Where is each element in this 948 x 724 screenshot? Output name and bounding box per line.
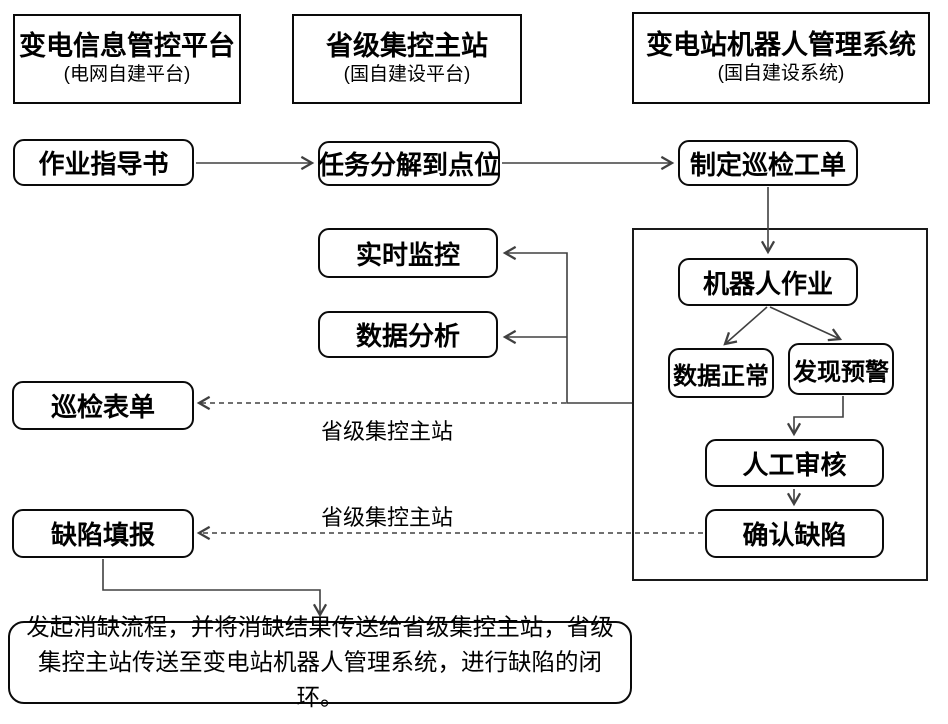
- header-box-provincial-master-station: 省级集控主站 (国自建设平台): [292, 14, 522, 104]
- node-alert-found: 发现预警: [788, 343, 894, 395]
- header-title: 变电信息管控平台: [19, 31, 235, 62]
- header-subtitle: (国自建设平台): [343, 63, 471, 85]
- node-data-normal: 数据正常: [668, 348, 774, 398]
- header-title: 省级集控主站: [326, 31, 488, 62]
- header-box-robot-management-system: 变电站机器人管理系统 (国自建设系统): [632, 12, 930, 104]
- node-confirm-defect: 确认缺陷: [705, 509, 884, 558]
- arrow-robotwork-to-datanormal: [723, 306, 768, 346]
- edge-label-provincial-station-1: 省级集控主站: [321, 419, 454, 444]
- line-container-to-monitor-trunk: [502, 245, 632, 404]
- edge-label-provincial-station-2: 省级集控主站: [321, 505, 454, 530]
- header-box-info-control-platform: 变电信息管控平台 (电网自建平台): [13, 14, 241, 104]
- node-inspection-form: 巡检表单: [12, 381, 194, 430]
- bottom-note-box: 发起消缺流程，并将消缺结果传送给省级集控主站，省级集控主站传送至变电站机器人管理…: [8, 614, 632, 710]
- header-title: 变电站机器人管理系统: [646, 30, 916, 61]
- container-robot-system-group: [632, 228, 928, 581]
- header-subtitle: (电网自建平台): [63, 63, 191, 85]
- node-work-guide: 作业指导书: [13, 139, 194, 186]
- node-defect-report: 缺陷填报: [12, 509, 194, 558]
- node-realtime-monitor: 实时监控: [318, 228, 498, 278]
- node-manual-review: 人工审核: [705, 439, 884, 487]
- arrow-robotwork-to-alertfound: [769, 306, 843, 342]
- node-data-analysis: 数据分析: [318, 311, 498, 358]
- arrow-defectreport-to-bottomnote: [102, 559, 328, 618]
- arrow-alertfound-to-manualreview: [786, 396, 844, 437]
- header-subtitle: (国自建设系统): [717, 62, 845, 84]
- node-robot-work: 机器人作业: [678, 258, 858, 306]
- node-task-decompose: 任务分解到点位: [318, 141, 500, 186]
- node-create-inspection-order: 制定巡检工单: [678, 140, 858, 186]
